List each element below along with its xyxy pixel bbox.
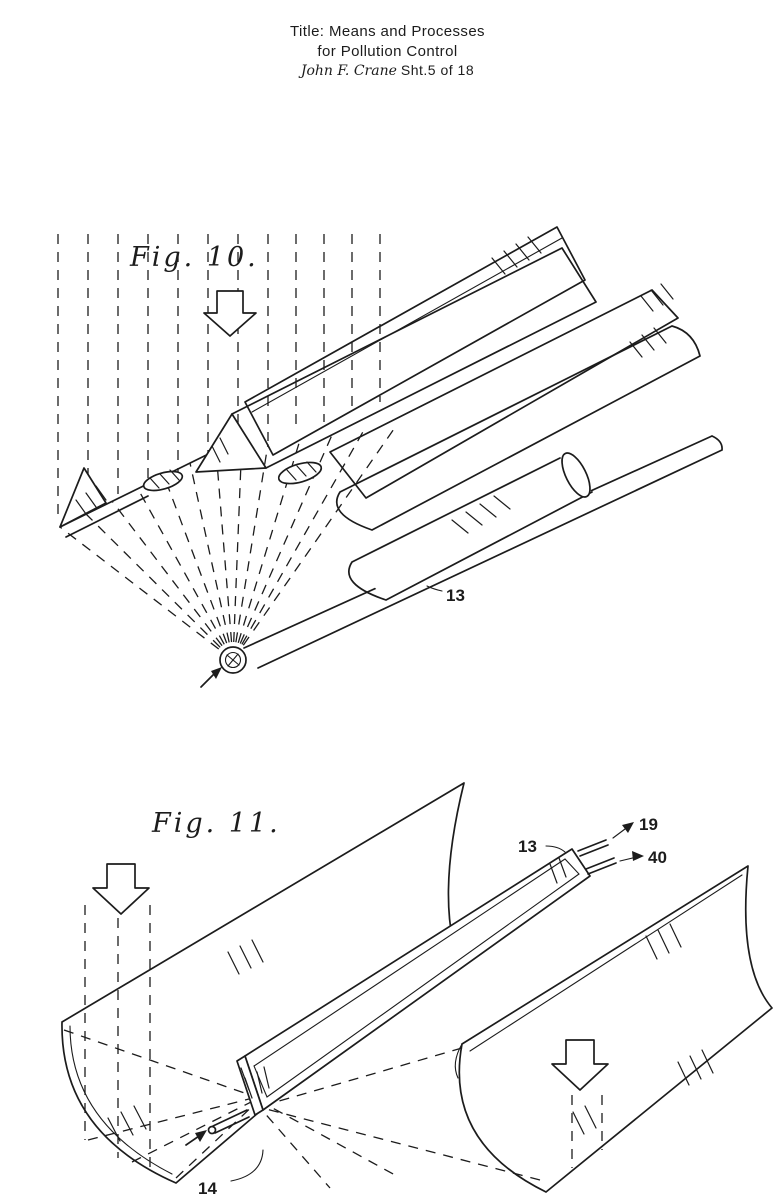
ref13-leader-line-fig11 (545, 845, 566, 853)
sheet-number: Sht.5 of 18 (400, 62, 475, 78)
fig11-drawing: 19 40 13 14 Fig. 11. (61, 782, 773, 1198)
sunlight-direction-arrow (203, 290, 257, 337)
focal-pipe-cross-section-inner (224, 651, 242, 669)
prism-end-triangle (195, 413, 267, 473)
right-trough-hatching-upper (645, 923, 682, 960)
support-rod-end-cap (561, 452, 591, 498)
converging-reflected-rays (59, 425, 397, 661)
groove-mirror-end-right (277, 461, 323, 485)
left-trough-inner-rim (69, 1025, 173, 1175)
back-plate-inner-edge (251, 237, 563, 413)
right-trough-hatching-lower (572, 1105, 597, 1135)
sheet-header: Title: Means and Processes for Pollution… (0, 22, 775, 82)
focus-pointer-arrowhead (211, 667, 222, 679)
prism-strip-b (329, 289, 679, 499)
groove-mirror-end-right-hatching (286, 461, 317, 481)
ref-19-label: 19 (639, 815, 658, 834)
ref-13-label-fig11: 13 (518, 837, 537, 856)
feed-tube-pointer-arrowhead (195, 1130, 207, 1142)
ref40-arrowhead (632, 851, 644, 861)
ref13-leader-line (426, 585, 443, 592)
feed-tube-end-cap (207, 1125, 217, 1135)
support-rod-body (352, 458, 592, 600)
inventor-signature: John F. Crane (300, 63, 397, 79)
sunlight-arrow-left (92, 863, 150, 915)
incoming-sunlight-rays (57, 234, 381, 515)
ref-13-label: 13 (446, 586, 465, 605)
receiver-terminal-pins (577, 839, 617, 875)
groove-mirror-end-left (142, 470, 184, 492)
receiver-bar-body (244, 848, 591, 1111)
focal-point-cross-mark (226, 653, 240, 667)
fig11-reflected-rays (63, 1029, 541, 1189)
right-parabolic-trough (458, 865, 773, 1193)
fig10-caption: Fig. 10. (129, 242, 259, 273)
ref-40-label: 40 (648, 848, 667, 867)
prism-strip-b-hatching (640, 283, 674, 312)
receiver-front-cap (236, 1055, 264, 1116)
half-pipe-end-hatching (629, 327, 667, 358)
left-trough-hatching-upper (227, 939, 264, 975)
groove-mirror-end-left-hatching (149, 469, 180, 489)
right-trough-hatching-right (677, 1049, 714, 1086)
ref19-arrowhead (622, 822, 634, 833)
receiver-front-cap-hatching (240, 1067, 253, 1099)
fig11-vertical-sun-rays (84, 905, 603, 1168)
back-plate-hatching (491, 236, 542, 275)
fig11-caption: Fig. 11. (151, 808, 281, 839)
support-rod-hatching (451, 495, 511, 534)
prism-strip-a (231, 247, 597, 469)
ref-14-label: 14 (198, 1179, 217, 1198)
patent-title-line-1: Title: Means and Processes (290, 23, 485, 40)
left-trough-hatching-lower (107, 1105, 147, 1142)
back-reflector-plate (244, 226, 586, 456)
support-rod-outline (347, 457, 593, 601)
receiver-bar-inner-frame (253, 858, 580, 1098)
receiver-front-inner-hatching (256, 1066, 270, 1094)
receiver-back-inner-hatching (549, 857, 567, 884)
right-trough-inner-edge (469, 874, 743, 1052)
ref14-leader-line (230, 1149, 264, 1182)
left-end-fin (59, 467, 107, 528)
right-trough-lip-curl (454, 1043, 463, 1079)
feed-tube (212, 1109, 250, 1134)
left-end-fin-hatching (75, 485, 107, 515)
left-parabolic-trough (61, 782, 465, 1184)
patent-title-line-2: for Pollution Control (317, 42, 458, 60)
sunlight-arrow-right (551, 1039, 609, 1091)
fig10-drawing: 13 Fig. 10. (57, 226, 723, 688)
half-pipe-reflector (335, 325, 701, 531)
prism-end-triangle-hatching (211, 437, 229, 463)
